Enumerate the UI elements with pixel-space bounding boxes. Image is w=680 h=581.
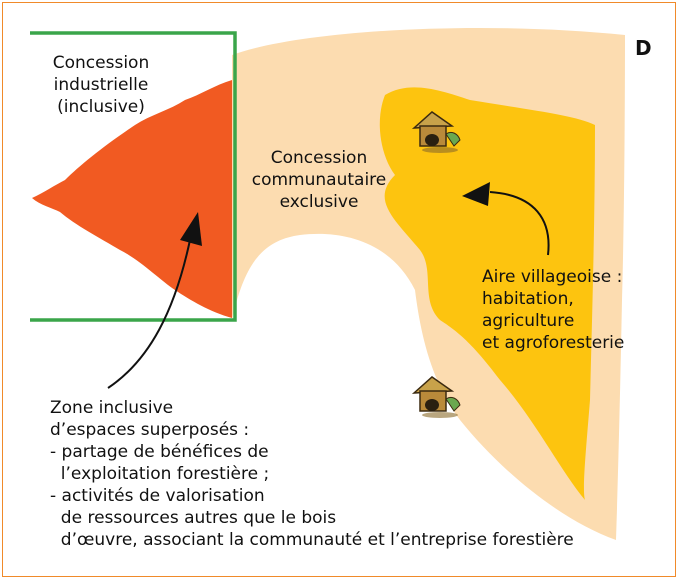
label-line: - activités de valorisation [50,486,265,506]
village-area-label: Aire villageoise : habitation, agricultu… [482,266,672,354]
community-concession-label: Concession communautaire exclusive [238,147,400,213]
label-line: Aire villageoise : [482,267,623,287]
label-line: industrielle [53,75,149,95]
label-line: habitation, [482,289,574,309]
inclusive-zone-label: Zone inclusive d’espaces superposés : - … [50,397,680,551]
panel-letter: D [635,36,652,60]
industrial-concession-label: Concession industrielle (inclusive) [22,52,180,118]
label-line: agriculture [482,311,575,331]
label-line: exclusive [279,192,359,212]
label-line: communautaire [251,170,387,190]
label-line: de ressources autres que le bois [50,508,337,528]
inclusive-arrow [107,239,191,389]
label-line: l’exploitation forestière ; [50,464,270,484]
village-arrowhead [462,182,490,206]
label-line: Concession [270,148,368,168]
village-arrow [489,191,550,256]
label-line: d’œuvre, associant la communauté et l’en… [50,530,574,550]
hut-icon [411,111,461,153]
industrial-concession-boundary [30,31,237,322]
hut-icon [411,376,461,418]
label-line: d’espaces superposés : [50,420,250,440]
industrial-concession-area [32,80,232,318]
village-area [379,87,595,500]
label-line: - partage de bénéfices de [50,442,269,462]
label-line: et agroforesterie [482,333,625,353]
label-line: Concession [52,53,150,73]
label-line: (inclusive) [57,97,145,117]
label-line: Zone inclusive [50,398,174,418]
inclusive-arrowhead [180,212,202,246]
